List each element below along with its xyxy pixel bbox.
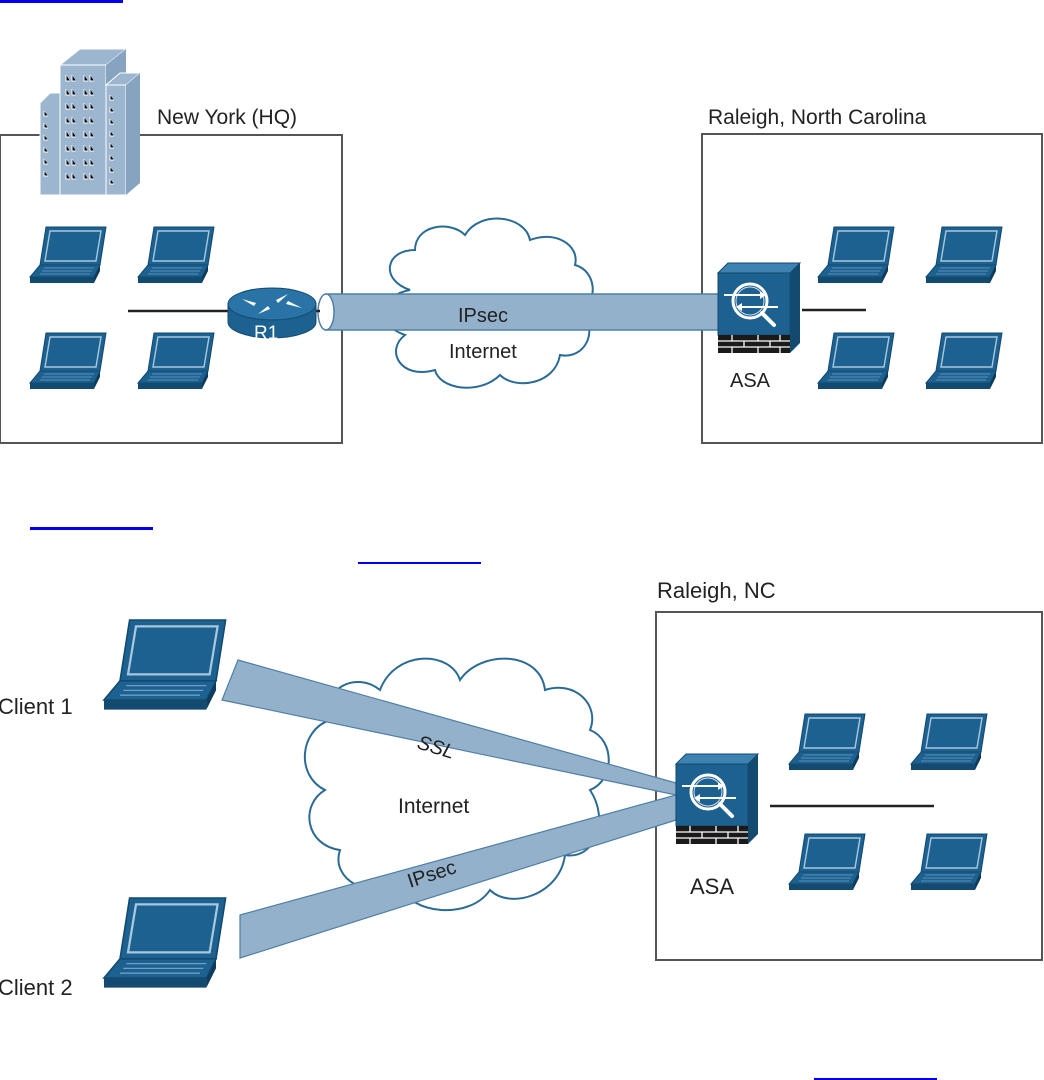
link-bottom[interactable] (814, 1078, 937, 1080)
laptop-icon (910, 833, 988, 891)
figure-remote-access: Raleigh, NC Internet SSL IPsec Client 1 … (0, 578, 1043, 1000)
site-label-raleigh: Raleigh, North Carolina (708, 106, 927, 129)
router-label: R1 (254, 323, 278, 344)
laptop-icon (29, 226, 107, 284)
ipsec-tunnel (325, 293, 725, 331)
client-2-label: Client 2 (0, 975, 73, 1000)
figure-site-to-site: New York (HQ) Raleigh, North Carolina In… (0, 48, 1043, 444)
site-box-raleigh (701, 133, 1043, 444)
tunnel-end (317, 293, 335, 331)
site-label-new-york: New York (HQ) (157, 106, 297, 129)
asa-firewall-icon (716, 261, 802, 355)
cloud-label: Internet (449, 341, 517, 363)
laptop-icon (817, 332, 895, 390)
link-top[interactable] (0, 0, 123, 3)
laptop-icon (910, 713, 988, 771)
link-middle-1[interactable] (30, 527, 153, 530)
laptop-icon (137, 332, 215, 390)
tunnel-label: IPsec (458, 305, 508, 327)
laptop-icon (137, 226, 215, 284)
client-2-laptop-icon (102, 896, 227, 989)
site-label-raleigh-nc: Raleigh, NC (657, 578, 776, 603)
laptop-icon (29, 332, 107, 390)
laptop-icon (788, 713, 866, 771)
client-1-laptop-icon (102, 618, 227, 711)
asa-label: ASA (730, 370, 771, 392)
asa-label: ASA (690, 874, 734, 899)
laptop-icon (817, 226, 895, 284)
laptop-icon (925, 332, 1003, 390)
laptop-icon (925, 226, 1003, 284)
building-icon (39, 48, 141, 196)
laptop-icon (788, 833, 866, 891)
site-box-new-york (0, 134, 343, 444)
link-middle-2[interactable] (358, 562, 481, 564)
cloud-label: Internet (398, 795, 469, 818)
client-1-label: Client 1 (0, 694, 73, 719)
asa-firewall-icon (674, 752, 760, 846)
